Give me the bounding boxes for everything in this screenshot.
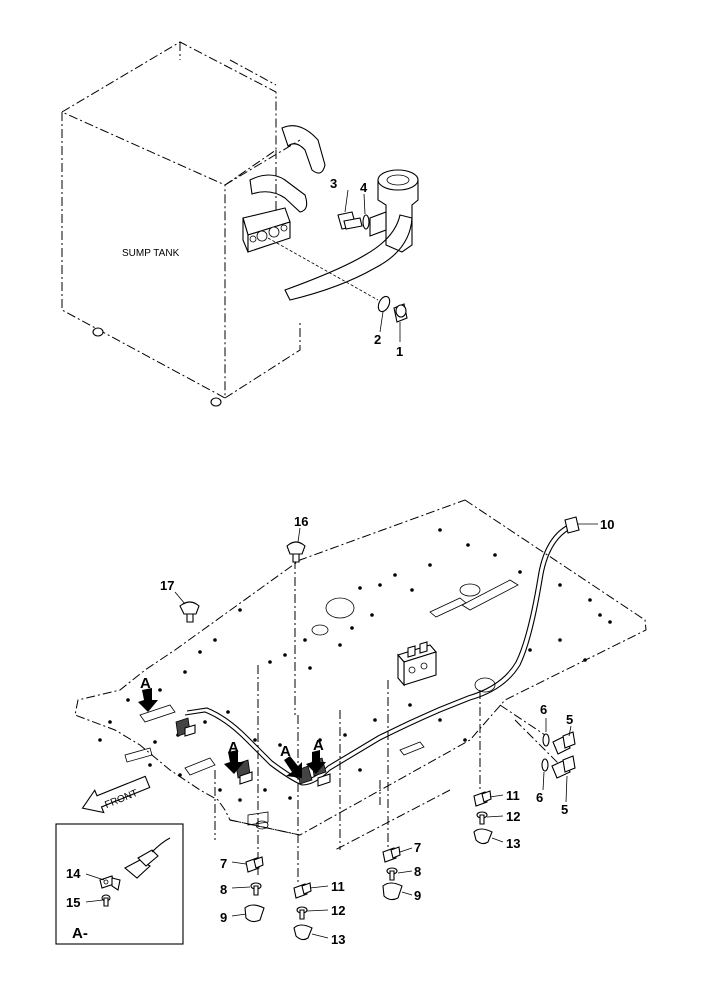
bolt-16 xyxy=(286,541,306,563)
clamp-11-left xyxy=(293,882,312,899)
detail-a-label: A- xyxy=(72,925,88,942)
plug-1 xyxy=(393,303,408,323)
callout-14: 14 xyxy=(66,866,81,881)
callout-9-right: 9 xyxy=(414,888,421,903)
view-a-label-2: A xyxy=(228,739,239,756)
o-ring-2 xyxy=(377,295,391,313)
callout-13-left: 13 xyxy=(331,932,345,947)
clamp-11-right xyxy=(473,790,492,807)
manifold-block xyxy=(242,207,291,253)
o-ring-6-lower xyxy=(541,758,549,772)
callout-7-left: 7 xyxy=(220,856,227,871)
callout-4: 4 xyxy=(360,180,368,195)
callout-15: 15 xyxy=(66,895,80,910)
harness-cable xyxy=(184,524,573,786)
detail-a-box xyxy=(55,823,184,945)
callout-12-left: 12 xyxy=(331,903,345,918)
view-a-label-1: A xyxy=(140,675,151,692)
plate-holes xyxy=(98,528,612,802)
callout-3: 3 xyxy=(330,176,337,191)
bolt-8-right xyxy=(386,867,398,881)
o-ring-4 xyxy=(362,214,370,230)
callout-16: 16 xyxy=(294,514,308,529)
callout-8-left: 8 xyxy=(220,882,227,897)
callout-13-right: 13 xyxy=(506,836,520,851)
fitting-5-upper xyxy=(552,731,576,755)
harness-clamps xyxy=(175,717,331,787)
callout-9-left: 9 xyxy=(220,910,227,925)
bolt-12-left xyxy=(296,906,308,920)
callout-7-right: 7 xyxy=(414,840,421,855)
bolt-8-left xyxy=(250,882,262,896)
grommet-9-right xyxy=(382,882,403,901)
view-a-arrows xyxy=(138,688,326,778)
o-ring-6-upper xyxy=(542,733,550,747)
detail-a-clamp xyxy=(99,837,171,907)
suction-pipe xyxy=(369,169,419,253)
grommet-9-left xyxy=(244,904,265,923)
clamp-7-right xyxy=(382,846,401,863)
callout-10: 10 xyxy=(600,517,614,532)
callout-1: 1 xyxy=(396,344,403,359)
connector-10 xyxy=(564,516,580,534)
bolt-12-right xyxy=(476,811,488,825)
callout-6b: 6 xyxy=(536,790,543,805)
callout-12-right: 12 xyxy=(506,809,520,824)
fitting-5-lower xyxy=(551,755,576,779)
callout-17: 17 xyxy=(160,578,174,593)
valve-block xyxy=(397,641,437,687)
floor-plate xyxy=(74,499,647,836)
callout-11-left: 11 xyxy=(331,879,345,894)
fitting-3 xyxy=(337,211,363,230)
callout-6a: 6 xyxy=(540,702,547,717)
center-lines xyxy=(214,560,561,885)
callout-11-right: 11 xyxy=(506,788,520,803)
view-a-label-3: A xyxy=(280,743,291,760)
sump-tank-label: SUMP TANK xyxy=(122,248,180,259)
front-arrow xyxy=(81,775,151,814)
callout-5a: 5 xyxy=(566,712,573,727)
callout-8-right: 8 xyxy=(414,864,421,879)
sump-tank xyxy=(60,41,301,407)
grommet-13-left xyxy=(293,924,313,941)
grommet-13-right xyxy=(473,828,493,845)
callout-5b: 5 xyxy=(561,802,568,817)
view-a-label-4: A xyxy=(313,737,324,754)
callout-2: 2 xyxy=(374,332,381,347)
bolt-17 xyxy=(179,601,200,623)
clamp-7-left xyxy=(245,856,264,873)
